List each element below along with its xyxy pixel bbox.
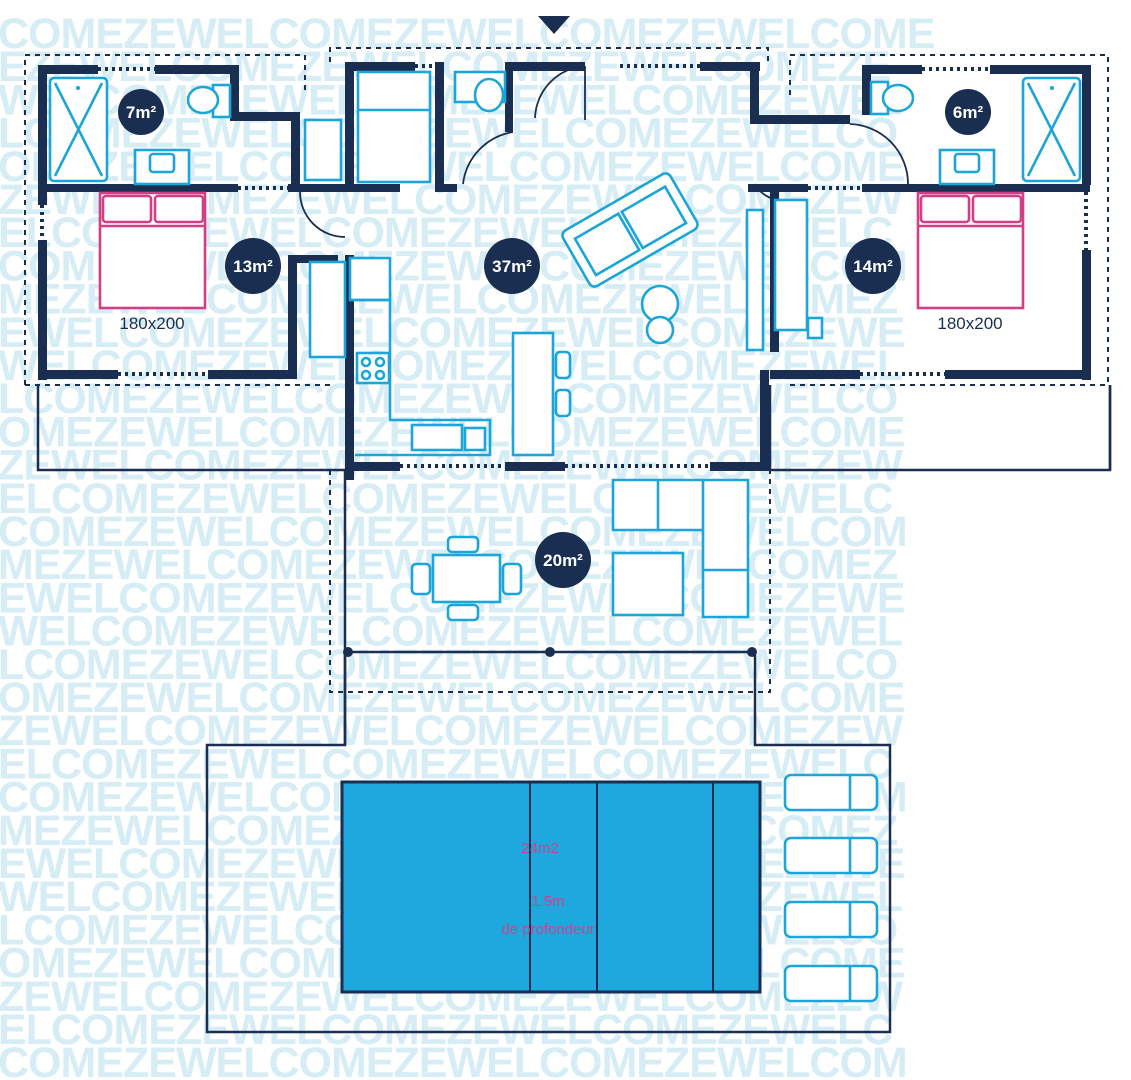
tv-unit-icon [745, 208, 765, 352]
living-furniture [561, 172, 765, 352]
bath-right-fixtures [773, 76, 1082, 340]
wardrobe-icon [773, 198, 809, 332]
watermark-row: ELCOMEZEWELCOMEZEWELCOMEZEWELC [0, 740, 892, 788]
pool-depth: 1.5m [531, 893, 564, 910]
toilet-icon [473, 77, 505, 113]
bedroom-right-area: 14m² [853, 257, 893, 276]
area-badge-bedroom-right: 14m² [845, 238, 901, 294]
watermark-row: ELCOMEZEWELCOMEZEWELCOMEZEWELC [0, 1006, 892, 1054]
sun-lounger-icon [783, 964, 879, 1003]
sun-loungers [783, 773, 879, 1003]
sun-lounger-icon [783, 836, 879, 875]
watermark-row: COMEZEWELCOMEZEWELCOMEZEWELCOME [0, 10, 934, 58]
toilet-icon [881, 83, 915, 113]
sofa-icon [561, 172, 699, 288]
chair-icon [501, 562, 523, 596]
pool-water [340, 780, 762, 994]
cabinet-icon [303, 118, 343, 182]
pool: 24m2 1.5m de profondeur [340, 780, 762, 994]
coffee-table-icon [611, 551, 685, 617]
pool-area: 24m2 [521, 840, 559, 857]
hob-icon [355, 351, 391, 385]
chair-icon [446, 603, 480, 622]
area-badge-bedroom-left: 13m² [225, 238, 281, 294]
area-badge-living: 37m² [484, 238, 540, 294]
chair-icon [446, 535, 480, 554]
terrace-furniture [343, 478, 757, 657]
kitchen [355, 298, 572, 457]
entrance-arrow-icon [538, 16, 570, 34]
fridge-icon [348, 256, 392, 302]
area-badge-bath-left: 7m² [118, 89, 164, 135]
kitchen-sink-icon [410, 423, 464, 452]
bath-left-area: 7m² [126, 103, 157, 122]
pouf-icon [645, 315, 675, 345]
dish-rack-icon [463, 426, 487, 452]
dining-table-icon [431, 553, 502, 604]
sectional-sofa-icon [611, 478, 750, 619]
watermark-row: ZEWELCOMEZEWELCOMEZEWELCOMEZEW [0, 707, 903, 755]
chair-icon [410, 562, 432, 596]
sun-lounger-icon [783, 900, 879, 939]
sun-lounger-icon [783, 773, 879, 812]
roof-overhang [24, 47, 1109, 693]
bed-left-size: 180x200 [119, 314, 184, 333]
watermark-row: LCOMEZEWELCOMEZEWELCOMEZEWELCO [0, 375, 897, 423]
stool-icon [554, 388, 572, 418]
bath-left-fixtures [48, 76, 343, 186]
area-badge-bath-right: 6m² [945, 89, 991, 135]
bed-right-size: 180x200 [937, 314, 1002, 333]
stool-icon [554, 350, 572, 380]
bedroom-left-furniture [308, 256, 392, 359]
bedroom-left-area: 13m² [233, 257, 273, 276]
walls [38, 62, 1091, 480]
pool-depth-caption: de profondeur [501, 921, 594, 938]
windows [40, 64, 1088, 468]
wc-center [356, 70, 507, 184]
bath-right-area: 6m² [953, 103, 984, 122]
kitchen-island-icon [511, 331, 555, 457]
bed-right: 180x200 [916, 191, 1025, 333]
wardrobe-icon [308, 260, 347, 359]
toilet-icon [186, 85, 220, 115]
outlines [36, 385, 1112, 1034]
area-badge-terrace: 20m² [535, 532, 591, 588]
watermark-row: COMEZEWELCOMEZEWELCOMEZEWELCOM [0, 1039, 907, 1080]
living-area: 37m² [492, 257, 532, 276]
terrace-area: 20m² [543, 551, 583, 570]
bed-left: 180x200 [98, 191, 207, 333]
storage-icon [356, 70, 432, 184]
